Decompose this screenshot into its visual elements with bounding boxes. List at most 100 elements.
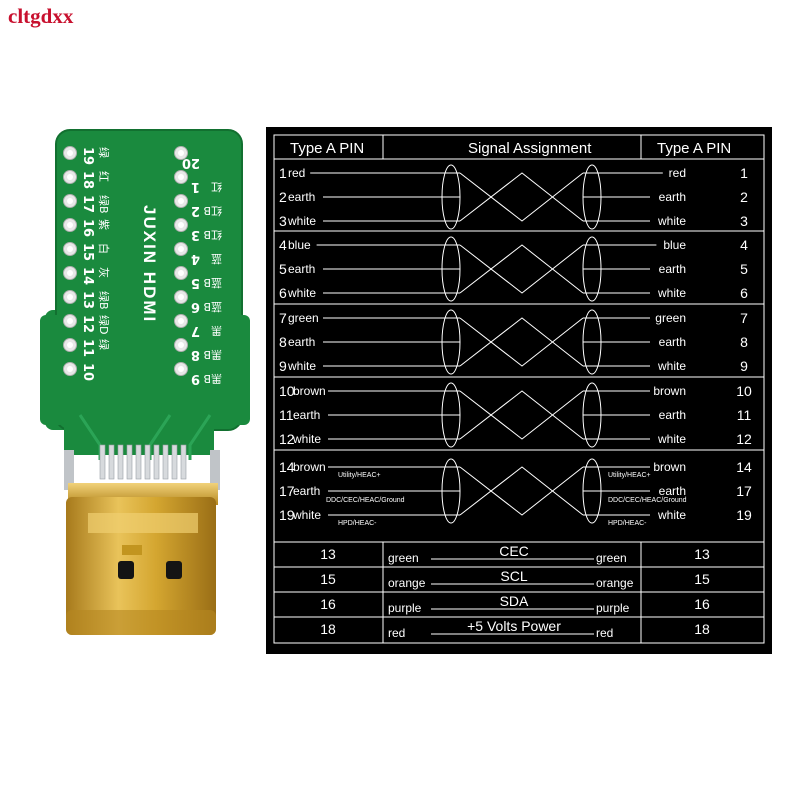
left-pin-number: 13 [80,291,95,309]
left-pin-number: 14 [279,459,295,475]
left-pin-number: 12 [80,315,95,333]
right-wire-label: white [657,286,686,300]
left-wire-label: white [287,359,316,373]
left-pin-number: 7 [279,310,287,326]
left-wire-label: earth [288,335,315,349]
left-wire-label: white [287,214,316,228]
right-pin-number: 17 [736,483,752,499]
right-pin-number: 12 [736,431,752,447]
solder-pad-hole [178,174,184,180]
connector-pin [171,444,178,480]
right-pin-number: 2 [740,189,748,205]
solder-pad-hole [67,198,73,204]
header-left: Type A PIN [290,140,364,157]
connector-pin [126,444,133,480]
connector-pins [99,444,187,480]
solder-pad-hole [67,270,73,276]
right-pin-number: 1 [740,165,748,181]
right-wire-color: 蓝B [203,276,222,289]
left-wire-color: 绿 [97,339,111,350]
right-wire-label: white [657,214,686,228]
left-signal-note: DDC/CEC/HEAC/Ground [326,497,405,504]
left-signal-note: HPD/HEAC- [338,520,377,527]
left-pin-number: 17 [279,483,295,499]
right-wire-label: earth [659,190,686,204]
right-pin-number: 8 [740,334,748,350]
right-pin-number: 6 [740,285,748,301]
solder-pads [63,146,188,376]
signal-pin-right: 15 [694,571,710,587]
right-pin-number: 4 [191,251,200,266]
signal-color-right: green [596,551,627,565]
right-pin-number: 1 [191,179,200,194]
right-pin-number: 7 [191,323,200,338]
left-wire-label: blue [288,238,311,252]
connector-pin [99,444,106,480]
solder-pad-hole [178,198,184,204]
left-pin-number: 16 [80,219,95,237]
right-pin-number: 14 [736,459,752,475]
signal-color-right: purple [596,601,630,615]
left-pin-number: 3 [279,213,287,229]
signal-name: SCL [500,568,527,584]
signal-color-right: red [596,626,613,640]
left-wire-color: 绿B [97,195,111,214]
connector-pin [180,444,187,480]
signal-name: SDA [500,593,529,609]
left-signal-note: Utility/HEAC+ [338,472,381,479]
left-wire-color: 红 [97,171,110,182]
solder-pad-hole [67,366,73,372]
signal-pin-left: 13 [320,546,336,562]
connector-pin [108,444,115,480]
solder-pad-hole [67,222,73,228]
signal-color-left: orange [388,576,426,590]
right-signal-note: DDC/CEC/HEAC/Ground [608,497,687,504]
signal-name: +5 Volts Power [467,618,561,634]
left-pin-number: 9 [279,358,287,374]
left-pin-number: 10 [80,363,95,381]
solder-pad-hole [67,294,73,300]
right-pin-number: 4 [740,237,748,253]
right-wire-color: 黑B [203,372,222,385]
right-wire-label: brown [653,460,686,474]
left-pin-number: 11 [80,339,95,357]
right-pin-number: 8 [191,347,200,362]
right-wire-label: brown [653,384,686,398]
header-right: Type A PIN [657,140,731,157]
signal-pin-left: 16 [320,596,336,612]
solder-pad-hole [178,318,184,324]
connector-pin [144,444,151,480]
right-pin-number: 5 [191,275,200,290]
solder-pad-hole [67,342,73,348]
left-pin-number: 18 [80,171,95,189]
signal-color-right: orange [596,576,634,590]
signal-name: CEC [499,543,529,559]
hdmi-pinout-diagram: Type A PIN Signal Assignment Type A PIN … [266,127,772,654]
left-wire-color: 灰 [97,267,111,278]
connector-pin [153,444,160,480]
left-wire-label: white [292,432,321,446]
hdmi-gold-connector [66,483,218,635]
connector-pin [135,444,142,480]
right-pin-number: 5 [740,261,748,277]
left-pin-number: 4 [279,237,287,253]
signal-color-left: red [388,626,405,640]
right-wire-color: 红 [211,180,222,193]
right-wire-color: 黑B [203,348,222,361]
left-wire-label: white [292,508,321,522]
signal-pin-right: 18 [694,621,710,637]
right-wire-label: green [655,311,686,325]
right-wire-label: earth [659,335,686,349]
left-wire-color: 紫 [97,219,110,230]
right-pin-number: 7 [740,310,748,326]
left-wire-color: 白 [97,243,111,254]
left-pin-number: 6 [279,285,287,301]
solder-pad-hole [67,318,73,324]
solder-pad-hole [67,150,73,156]
right-pin-number: 3 [740,213,748,229]
right-signal-note: HPD/HEAC- [608,520,647,527]
solder-pad-hole [178,294,184,300]
left-pin-number: 1 [279,165,287,181]
